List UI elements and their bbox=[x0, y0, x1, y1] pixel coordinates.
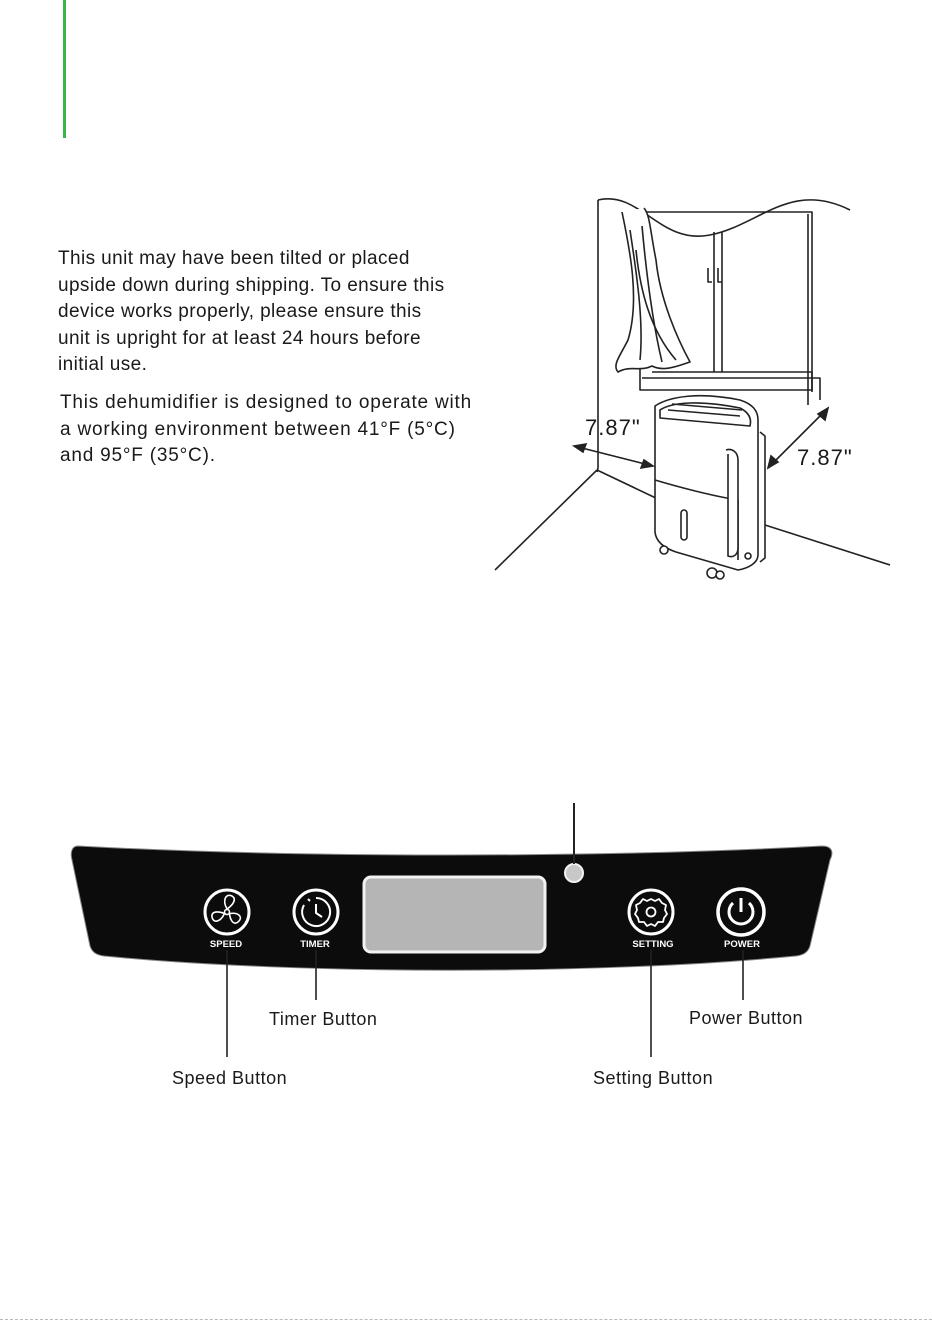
wall-top-wave bbox=[597, 197, 851, 238]
setting-button: SETTING bbox=[632, 939, 674, 950]
setting-button-callout: Setting Button bbox=[593, 1068, 714, 1088]
floor-right-edge bbox=[764, 524, 891, 566]
placement-illustration bbox=[494, 197, 891, 580]
speed-button-callout: Speed Button bbox=[172, 1068, 288, 1088]
intro-line: unit is upright for at least 24 hours be… bbox=[58, 327, 421, 349]
page-bottom-rule bbox=[0, 1319, 932, 1320]
floor-left-edge bbox=[494, 469, 598, 571]
timer-button: TIMER bbox=[300, 939, 330, 950]
clock-icon bbox=[292, 888, 340, 936]
power-icon bbox=[716, 887, 766, 937]
indicator-light bbox=[564, 863, 584, 883]
intro-line: upside down during shipping. To ensure t… bbox=[58, 274, 445, 296]
environment-line: and 95°F (35°C). bbox=[60, 445, 216, 466]
environment-paragraph: This dehumidifier is designed to operate… bbox=[60, 390, 472, 470]
power-button-callout: Power Button bbox=[689, 1008, 804, 1028]
clearance-arrows bbox=[571, 406, 830, 470]
accent-bar bbox=[63, 0, 66, 138]
intro-line: device works properly, please ensure thi… bbox=[58, 301, 422, 322]
clearance-left-label: 7.87" bbox=[585, 415, 641, 440]
environment-line: This dehumidifier is designed to operate… bbox=[60, 392, 472, 413]
control-panel-diagram bbox=[70, 803, 833, 1057]
callout-leaders bbox=[226, 950, 744, 1057]
speed-button: SPEED bbox=[209, 939, 243, 950]
intro-paragraph: This unit may have been tilted or placed… bbox=[58, 246, 445, 379]
fan-icon bbox=[203, 888, 251, 936]
display-screen bbox=[362, 875, 547, 954]
floor-wall-edge bbox=[596, 469, 661, 501]
clearance-right-label: 7.87" bbox=[797, 445, 853, 470]
gear-icon bbox=[627, 888, 675, 936]
timer-button-callout: Timer Button bbox=[269, 1009, 378, 1029]
environment-line: a working environment between 41°F (5°C) bbox=[60, 418, 456, 440]
intro-line: This unit may have been tilted or placed bbox=[58, 248, 410, 269]
power-button: POWER bbox=[724, 939, 760, 950]
intro-line: initial use. bbox=[58, 354, 148, 375]
dehumidifier-drawing bbox=[654, 394, 766, 580]
